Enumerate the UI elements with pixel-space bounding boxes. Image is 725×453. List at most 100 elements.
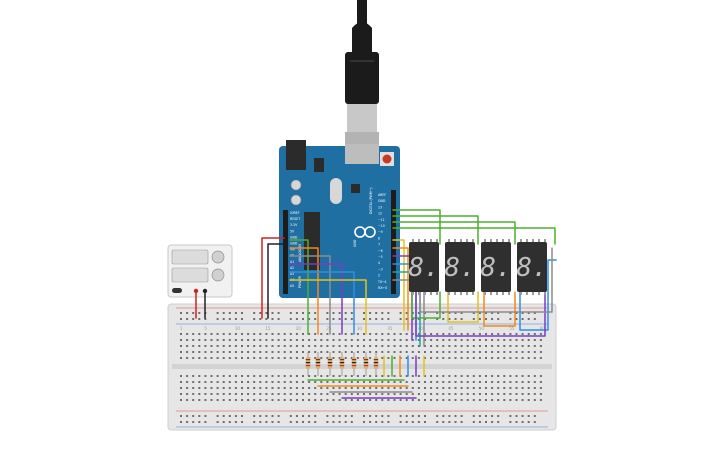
breadboard-hole[interactable] xyxy=(497,357,500,359)
breadboard-hole[interactable] xyxy=(509,339,512,341)
breadboard-hole[interactable] xyxy=(399,333,402,335)
breadboard-hole[interactable] xyxy=(393,375,396,377)
breadboard-hole[interactable] xyxy=(332,312,335,314)
breadboard-hole[interactable] xyxy=(186,387,189,389)
breadboard-hole[interactable] xyxy=(478,415,481,417)
breadboard-hole[interactable] xyxy=(363,318,365,320)
breadboard-hole[interactable] xyxy=(180,333,182,335)
breadboard-hole[interactable] xyxy=(436,399,439,401)
breadboard-hole[interactable] xyxy=(515,421,518,423)
breadboard-hole[interactable] xyxy=(308,333,311,335)
breadboard-hole[interactable] xyxy=(503,399,506,401)
breadboard-hole[interactable] xyxy=(472,381,475,383)
breadboard-hole[interactable] xyxy=(228,351,231,353)
breadboard-hole[interactable] xyxy=(375,333,378,335)
breadboard-hole[interactable] xyxy=(320,333,323,335)
breadboard-hole[interactable] xyxy=(539,399,542,401)
breadboard-hole[interactable] xyxy=(375,399,378,401)
breadboard-hole[interactable] xyxy=(241,345,243,347)
breadboard-hole[interactable] xyxy=(399,415,402,417)
breadboard-hole[interactable] xyxy=(350,312,353,314)
breadboard-hole[interactable] xyxy=(460,375,463,377)
breadboard-hole[interactable] xyxy=(210,381,213,383)
breadboard-hole[interactable] xyxy=(295,381,298,383)
breadboard-hole[interactable] xyxy=(180,387,182,389)
breadboard-hole[interactable] xyxy=(283,345,286,347)
breadboard-hole[interactable] xyxy=(442,339,445,341)
breadboard-hole[interactable] xyxy=(399,381,402,383)
breadboard-hole[interactable] xyxy=(466,393,469,395)
breadboard-hole[interactable] xyxy=(491,415,494,417)
breadboard-hole[interactable] xyxy=(399,393,402,395)
breadboard-hole[interactable] xyxy=(186,357,189,359)
breadboard-hole[interactable] xyxy=(466,345,469,347)
breadboard-hole[interactable] xyxy=(198,357,201,359)
breadboard-hole[interactable] xyxy=(491,318,494,320)
breadboard-hole[interactable] xyxy=(515,318,518,320)
breadboard-hole[interactable] xyxy=(216,357,219,359)
breadboard-hole[interactable] xyxy=(521,399,524,401)
breadboard-hole[interactable] xyxy=(271,357,274,359)
breadboard-hole[interactable] xyxy=(314,375,317,377)
breadboard-hole[interactable] xyxy=(381,375,384,377)
breadboard-hole[interactable] xyxy=(533,357,536,359)
breadboard-hole[interactable] xyxy=(485,381,487,383)
breadboard-hole[interactable] xyxy=(198,351,201,353)
breadboard-hole[interactable] xyxy=(186,415,189,417)
breadboard-hole[interactable] xyxy=(302,357,304,359)
breadboard-hole[interactable] xyxy=(491,393,494,395)
breadboard-hole[interactable] xyxy=(320,375,323,377)
breadboard-hole[interactable] xyxy=(326,318,329,320)
breadboard-hole[interactable] xyxy=(338,399,341,401)
breadboard-hole[interactable] xyxy=(485,415,487,417)
breadboard-hole[interactable] xyxy=(308,421,311,423)
breadboard-hole[interactable] xyxy=(295,339,298,341)
breadboard-hole[interactable] xyxy=(381,312,384,314)
breadboard-hole[interactable] xyxy=(247,399,250,401)
breadboard-hole[interactable] xyxy=(478,339,481,341)
breadboard-hole[interactable] xyxy=(503,339,506,341)
breadboard-hole[interactable] xyxy=(472,399,475,401)
breadboard-hole[interactable] xyxy=(485,318,487,320)
breadboard-hole[interactable] xyxy=(277,312,280,314)
breadboard-hole[interactable] xyxy=(338,351,341,353)
breadboard-hole[interactable] xyxy=(533,415,536,417)
breadboard-hole[interactable] xyxy=(271,393,274,395)
breadboard-hole[interactable] xyxy=(442,333,445,335)
breadboard-hole[interactable] xyxy=(399,318,402,320)
breadboard-hole[interactable] xyxy=(515,345,518,347)
breadboard-hole[interactable] xyxy=(350,345,353,347)
breadboard-hole[interactable] xyxy=(399,387,402,389)
breadboard-hole[interactable] xyxy=(472,318,475,320)
breadboard-hole[interactable] xyxy=(332,345,335,347)
breadboard-hole[interactable] xyxy=(381,415,384,417)
breadboard-hole[interactable] xyxy=(533,375,536,377)
current-knob[interactable] xyxy=(211,268,225,282)
breadboard-hole[interactable] xyxy=(332,387,335,389)
reset-button[interactable] xyxy=(382,154,392,164)
breadboard-hole[interactable] xyxy=(527,345,530,347)
breadboard-hole[interactable] xyxy=(369,421,372,423)
breadboard-hole[interactable] xyxy=(533,421,536,423)
breadboard-hole[interactable] xyxy=(460,357,463,359)
breadboard-hole[interactable] xyxy=(234,339,237,341)
breadboard-hole[interactable] xyxy=(320,345,323,347)
breadboard-hole[interactable] xyxy=(472,339,475,341)
breadboard-hole[interactable] xyxy=(539,339,542,341)
breadboard-hole[interactable] xyxy=(234,312,237,314)
breadboard-hole[interactable] xyxy=(417,351,420,353)
breadboard-hole[interactable] xyxy=(350,357,353,359)
breadboard-hole[interactable] xyxy=(411,357,414,359)
breadboard-hole[interactable] xyxy=(454,351,457,353)
breadboard-hole[interactable] xyxy=(369,399,372,401)
breadboard-hole[interactable] xyxy=(344,339,347,341)
breadboard-hole[interactable] xyxy=(417,387,420,389)
wire-a1[interactable] xyxy=(289,247,319,335)
breadboard-hole[interactable] xyxy=(387,351,390,353)
breadboard-hole[interactable] xyxy=(186,345,189,347)
breadboard-hole[interactable] xyxy=(454,312,457,314)
breadboard-hole[interactable] xyxy=(320,393,323,395)
breadboard-hole[interactable] xyxy=(442,387,445,389)
breadboard-hole[interactable] xyxy=(533,399,536,401)
breadboard-hole[interactable] xyxy=(350,375,353,377)
